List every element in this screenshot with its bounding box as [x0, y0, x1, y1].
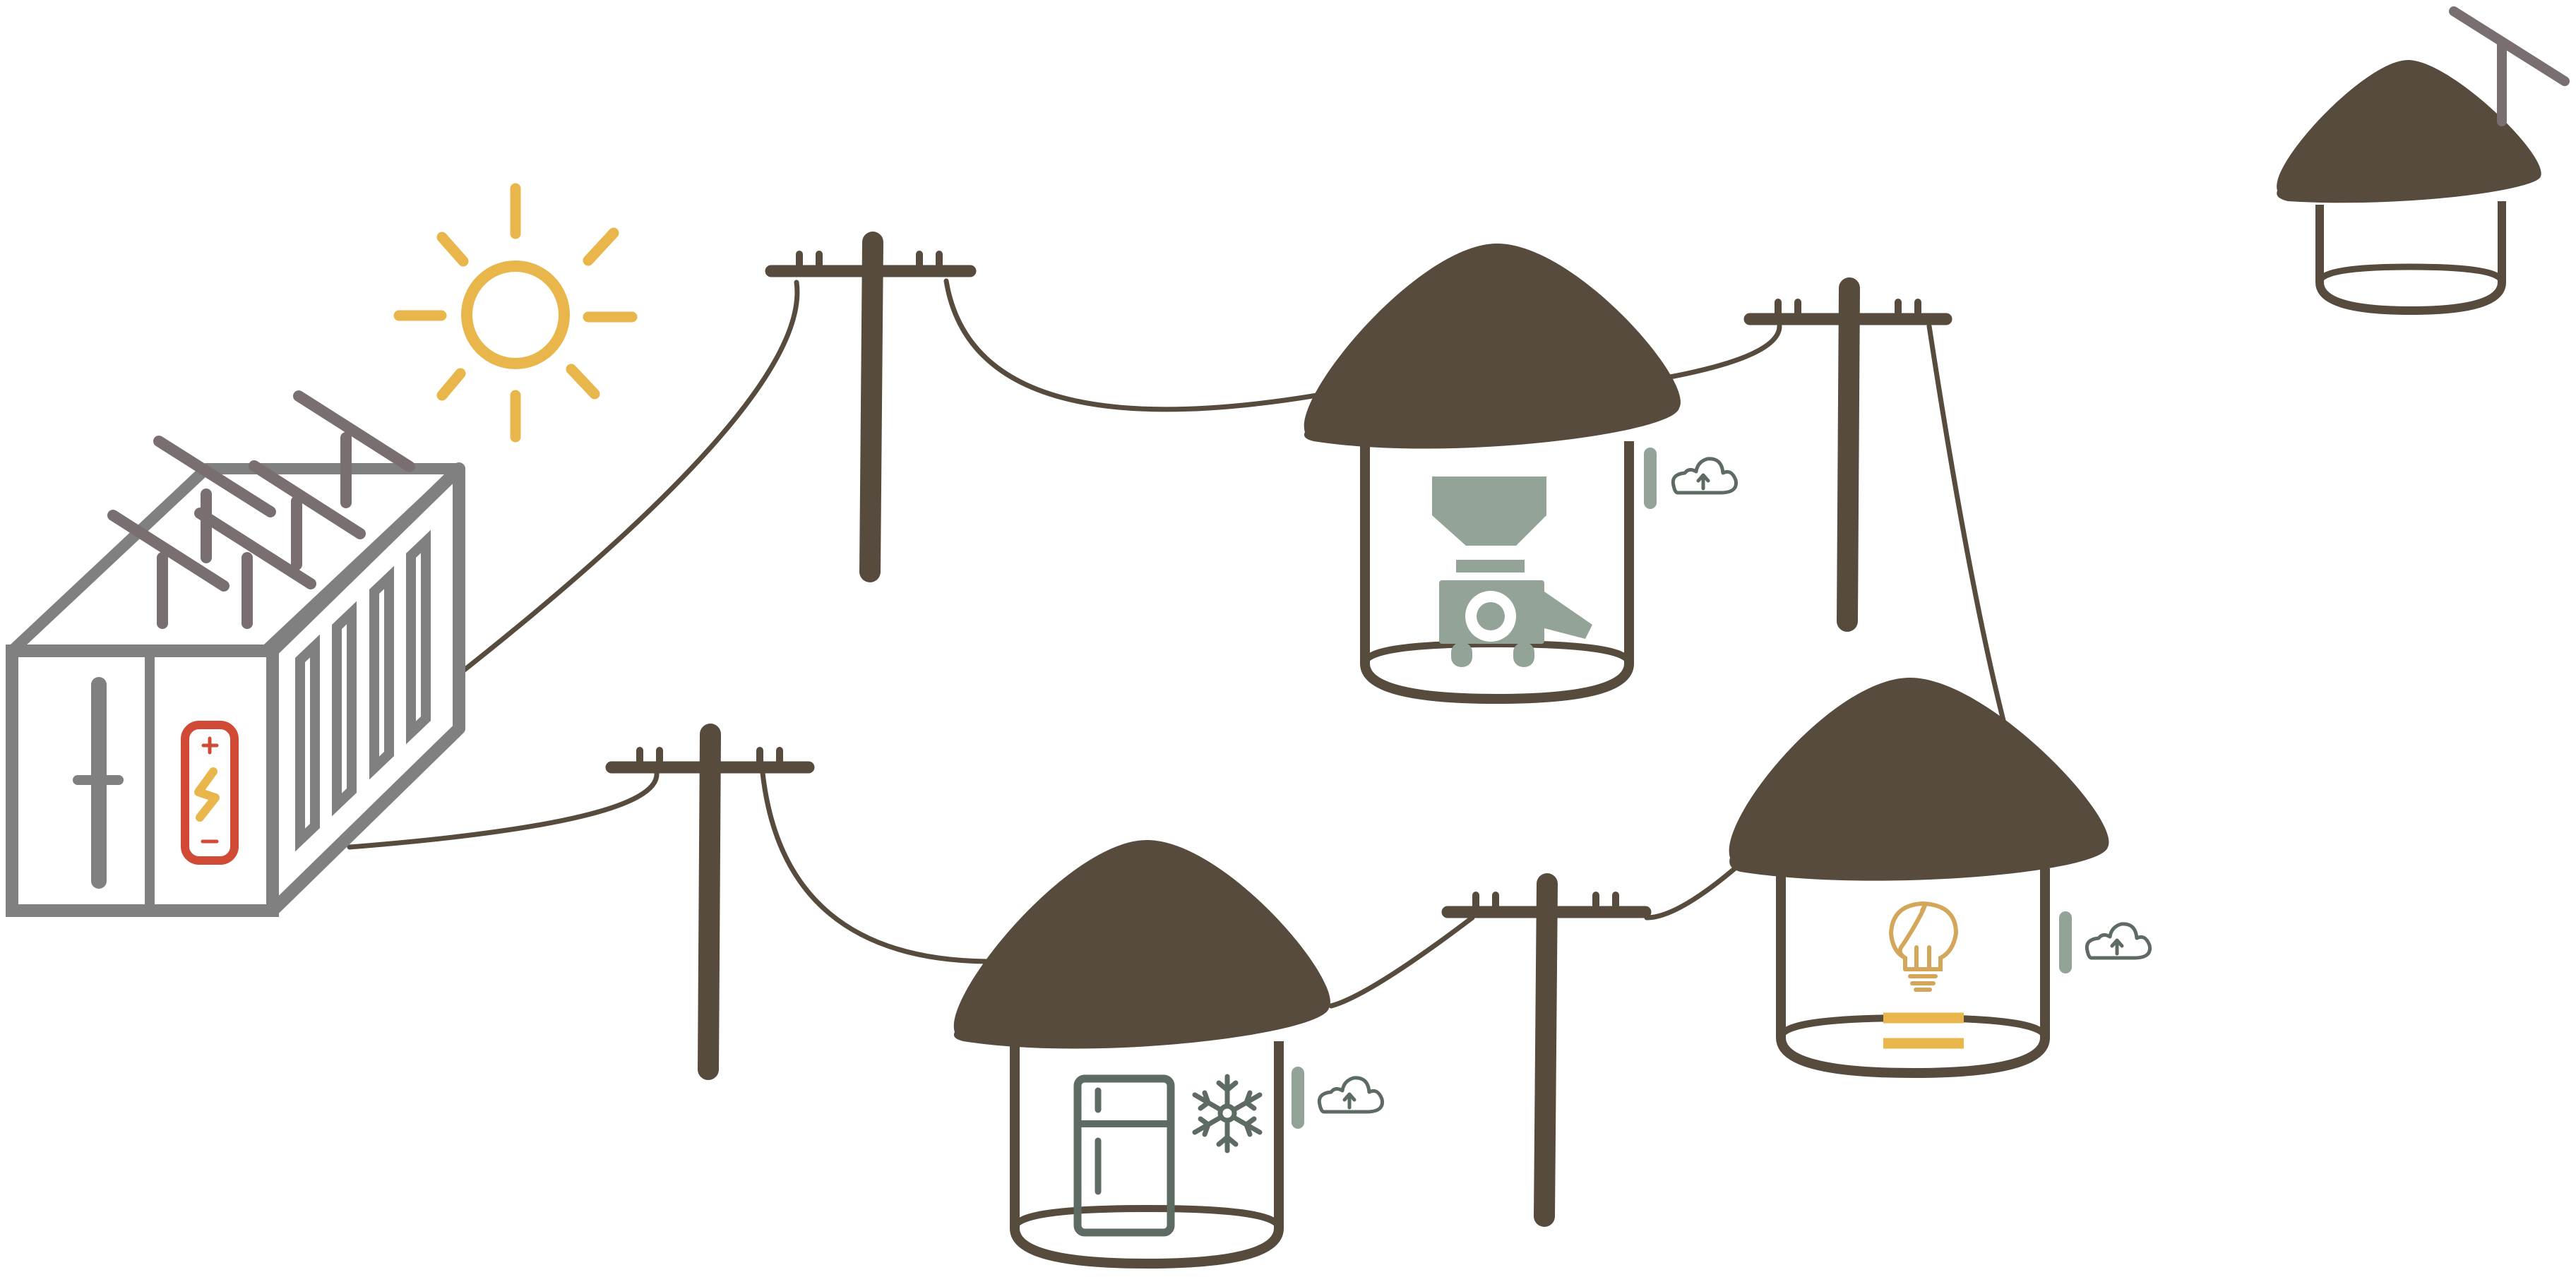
wire-container-to-pole-1: [456, 280, 800, 677]
utility-pole-4: [1441, 873, 1652, 1227]
wire-pole-1-to-mill-hut: [943, 278, 1320, 412]
thatched-roof: [1304, 244, 1681, 449]
cloud-upload-icon: [1317, 1076, 1385, 1114]
hut-grain-mill: [1304, 244, 1739, 704]
light-bulb-icon: [1888, 901, 1959, 992]
rooftop-solar-panel: [2449, 6, 2570, 126]
hut-wall: [2315, 201, 2506, 315]
refrigerator-icon: [1073, 1074, 1175, 1237]
wire-mill-hut-to-pole-3: [1664, 323, 1782, 380]
container-vent-slats: [295, 529, 431, 852]
utility-pole-3: [1743, 277, 1952, 632]
thatched-roof: [953, 840, 1330, 1049]
container-side-face: [266, 462, 465, 917]
cloud-upload-icon: [1671, 457, 1739, 495]
utility-pole-1: [765, 232, 977, 582]
grain-mill-icon: [1432, 476, 1592, 667]
sun-icon: [393, 183, 638, 443]
hut-solar-home: [2277, 6, 2570, 315]
solar-container: [6, 390, 465, 917]
utility-pole-2: [605, 724, 815, 1080]
hut-base-curve: [2316, 263, 2505, 283]
thatched-roof: [1729, 678, 2109, 881]
container-door-handle: [73, 677, 124, 889]
light-rays: [1883, 1012, 1964, 1049]
thatched-roof: [2277, 60, 2541, 203]
wire-pole-3-to-bulb-hut: [1926, 323, 2010, 737]
battery-icon: [181, 721, 239, 865]
snowflake-icon: [1192, 1074, 1263, 1153]
hut-base-curve: [1011, 1204, 1282, 1230]
cloud-upload-icon: [2085, 922, 2152, 960]
wire-container-to-pole-2: [347, 770, 660, 850]
solar-panel-array: [107, 390, 415, 629]
distribution-wires: [347, 278, 2010, 1009]
wire-fridge-hut-to-pole-4: [1328, 915, 1475, 1009]
hut-refrigerator: [953, 840, 1385, 1269]
wire-pole-2-to-fridge-hut: [760, 770, 991, 964]
hut-light-bulb: [1729, 678, 2152, 1078]
